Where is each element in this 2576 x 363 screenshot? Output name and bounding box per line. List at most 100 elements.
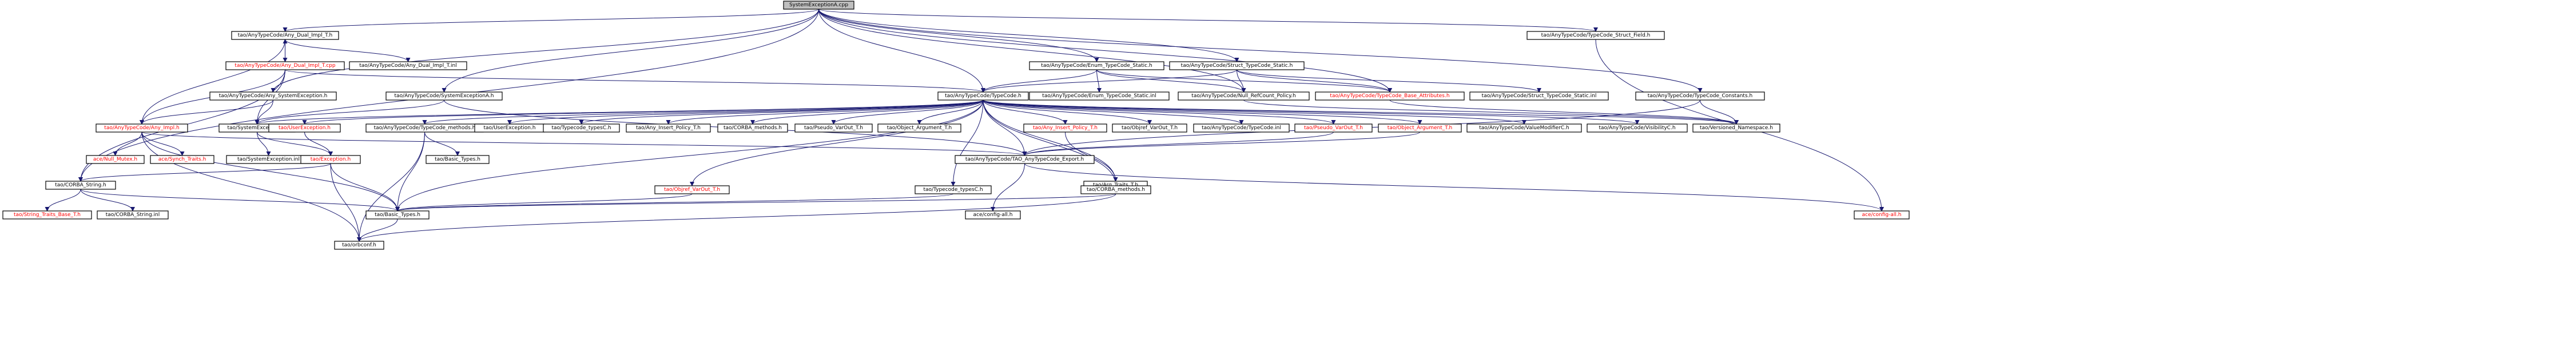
node-box [385,91,503,101]
node-pseudo-varout[interactable]: tao/Pseudo_VarOut_T.h [794,123,873,133]
edge-typecode_h-to-arg_traits [983,99,1118,182]
node-corba-string-h[interactable]: tao/CORBA_String.h [45,181,116,190]
node-box [1315,91,1465,101]
node-box [1178,91,1310,101]
node-object-argument-red[interactable]: tao/Object_Argument_T.h [1378,123,1462,133]
node-objref-varout-red[interactable]: tao/Objref_VarOut_T.h [654,185,730,194]
node-label: tao/Object_Argument_T.h [887,125,952,131]
node-struct-static-h[interactable]: tao/AnyTypeCode/Struct_TypeCode_Static.h [1169,61,1305,70]
node-enum-static-inl[interactable]: tao/AnyTypeCode/Enum_TypeCode_Static.inl [1029,91,1170,101]
node-basic-types-h[interactable]: tao/Basic_Types.h [365,210,430,220]
edge-root-to-struct_static_h [818,9,1239,62]
node-valuemodifierc[interactable]: tao/AnyTypeCode/ValueModifierC.h [1466,123,1582,133]
node-label: tao/Any_Insert_Policy_T.h [636,125,701,131]
node-label: tao/CORBA_String.inl [106,212,160,218]
node-dual-impl-h[interactable]: tao/AnyTypeCode/Any_Dual_Impl_T.h [231,31,339,40]
node-box [717,123,788,133]
node-pseudo-varout-red[interactable]: tao/Pseudo_VarOut_T.h [1294,123,1373,133]
node-box [334,241,384,250]
edge-typecode_h-to-versioned_ns [983,99,1739,125]
node-any-impl-h[interactable]: tao/AnyTypeCode/Any_Impl.h [96,123,188,133]
node-dual-impl-inl[interactable]: tao/AnyTypeCode/Any_Dual_Impl_T.inl [349,61,467,70]
node-enum-static-h[interactable]: tao/AnyTypeCode/Enum_TypeCode_Static.h [1029,61,1164,70]
node-null-mutex[interactable]: ace/Null_Mutex.h [86,155,145,164]
node-box [225,61,345,70]
node-tc-constants[interactable]: tao/AnyTypeCode/TypeCode_Constants.h [1635,91,1765,101]
node-label: tao/AnyTypeCode/TypeCode_Constants.h [1648,93,1752,99]
edge-enum_static_h-to-null_refcount [1096,69,1246,93]
node-label: tao/AnyTypeCode/Any_Dual_Impl_T.h [238,33,332,38]
node-any-insert-policy[interactable]: tao/Any_Insert_Policy_T.h [626,123,711,133]
node-exception-h[interactable]: tao/Exception.h [300,155,361,164]
node-label: tao/Pseudo_VarOut_T.h [804,125,863,131]
node-struct-static-inl[interactable]: tao/AnyTypeCode/Struct_TypeCode_Static.i… [1469,91,1609,101]
node-visibilityc[interactable]: tao/AnyTypeCode/VisibilityC.h [1587,123,1688,133]
node-sysexc-inl[interactable]: tao/SystemException.inl [226,155,311,164]
node-string-traits[interactable]: tao/String_Traits_Base_T.h [2,210,92,220]
node-box [1378,123,1462,133]
node-typecode-typesC[interactable]: tao/Typecode_typesC.h [543,123,620,133]
node-tc-base-attr[interactable]: tao/AnyTypeCode/TypeCode_Base_Attributes… [1315,91,1465,101]
edge-dual_impl_h-to-any_impl_h [140,39,285,125]
node-box [794,123,873,133]
edge-root-to-struct_field [818,9,1598,32]
node-basic-types-h-2[interactable]: tao/Basic_Types.h [426,155,490,164]
node-orbconf-h[interactable]: tao/orbconf.h [334,241,384,250]
edge-any_impl_h-to-synch_traits [141,131,185,156]
node-box [1080,185,1151,194]
edge-typecode_h-to-systemexc_h [255,99,984,125]
edge-root-to-tc_constants [818,9,1703,93]
edge-typecode_h-to-objref_varout [983,99,1152,125]
edge-typecode_h-to-typecode_inl [983,99,1244,125]
node-box [1466,123,1582,133]
node-config-all-black[interactable]: ace/config-all.h [965,210,1021,220]
edge-any_impl_h-to-null_mutex [113,131,142,156]
node-dual-impl-cpp[interactable]: tao/AnyTypeCode/Any_Dual_Impl_T.cpp [225,61,345,70]
edge-export_h-to-config_all_red [1024,163,1884,212]
node-typecode-h[interactable]: tao/AnyTypeCode/TypeCode.h [937,91,1029,101]
node-typecode-typesC-2[interactable]: tao/Typecode_typesC.h [915,185,992,194]
node-label: tao/Versioned_Namespace.h [1700,125,1773,131]
node-corba-methods-2[interactable]: tao/CORBA_methods.h [1080,185,1151,194]
edge-corba_string_h-to-string_traits [45,189,81,212]
node-export-h[interactable]: tao/AnyTypeCode/TAO_AnyTypeCode_Export.h [955,155,1095,164]
node-config-all-red[interactable]: ace/config-all.h [1854,210,1910,220]
edge-typecode_h-to-pseudo_varout_red [983,99,1336,125]
node-box [209,91,337,101]
node-label: tao/Object_Argument_T.h [1388,125,1453,131]
node-sysexcA-h[interactable]: tao/AnyTypeCode/SystemExceptionA.h [385,91,503,101]
node-any-sysexc-h[interactable]: tao/AnyTypeCode/Any_SystemException.h [209,91,337,101]
edge-corba_string_h-to-basic_types_h [80,189,400,212]
edge-typecode_methods-to-basic_types_h_2 [424,131,460,156]
node-any-insert-policy-red[interactable]: tao/Any_Insert_Policy_T.h [1023,123,1107,133]
node-corba-methods[interactable]: tao/CORBA_methods.h [717,123,788,133]
edge-typecode_h-to-any_insert_policy_red [983,99,1068,125]
node-object-argument[interactable]: tao/Object_Argument_T.h [877,123,961,133]
edge-root-to-enum_static_h [818,9,1099,62]
node-box [1029,91,1170,101]
edge-enum_static_h-to-tc_base_attr [1096,69,1392,93]
node-label: tao/CORBA_methods.h [1087,187,1145,193]
node-label: tao/SystemException.inl [237,157,300,162]
node-typecode-inl[interactable]: tao/AnyTypeCode/TypeCode.inl [1193,123,1290,133]
node-box [300,155,361,164]
edge-dual_impl_cpp-to-typecode_h [285,69,985,93]
node-synch-traits[interactable]: ace/Synch_Traits.h [150,155,214,164]
node-null-refcount[interactable]: tao/AnyTypeCode/Null_RefCount_Policy.h [1178,91,1310,101]
node-userexc-h-red[interactable]: tao/UserException.h [268,123,341,133]
node-label: tao/AnyTypeCode/TAO_AnyTypeCode_Export.h [965,157,1084,162]
node-versioned-ns[interactable]: tao/Versioned_Namespace.h [1692,123,1780,133]
node-root[interactable]: SystemExceptionA.cpp [783,1,854,10]
node-objref-varout[interactable]: tao/Objref_VarOut_T.h [1112,123,1187,133]
node-label: tao/AnyTypeCode/Struct_TypeCode_Static.i… [1482,93,1597,99]
node-box [150,155,214,164]
edge-struct_static_h-to-struct_static_inl [1237,69,1541,93]
node-box [2,210,92,220]
node-userexc-h[interactable]: tao/UserException.h [474,123,545,133]
node-box [426,155,490,164]
edge-exception_h-to-orbconf_h [330,163,361,242]
node-typecode-methods[interactable]: tao/AnyTypeCode/TypeCode_methods.h [365,123,484,133]
edge-any_sysexc_h-to-any_impl_h [140,99,273,125]
node-struct-field[interactable]: tao/AnyTypeCode/TypeCode_Struct_Field.h [1526,31,1665,40]
node-corba-string-inl[interactable]: tao/CORBA_String.inl [97,210,169,220]
